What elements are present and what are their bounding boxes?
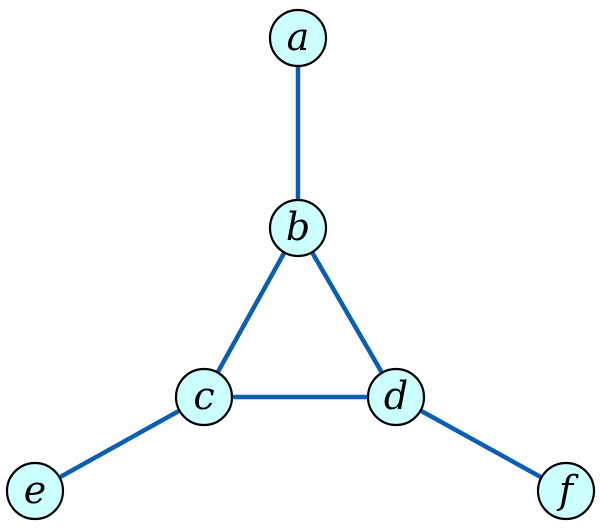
node-circle	[268, 8, 328, 68]
node-circle	[536, 461, 596, 521]
node-b: b	[268, 198, 328, 258]
node-label-e: e	[24, 468, 47, 512]
node-label-c: c	[193, 374, 214, 418]
edge-c-e	[32, 394, 207, 494]
edges	[32, 35, 569, 494]
node-c: c	[174, 367, 234, 427]
node-circle	[5, 461, 65, 521]
node-label-b: b	[286, 205, 310, 249]
edge-b-c	[201, 225, 301, 400]
node-circle	[174, 367, 234, 427]
node-label-d: d	[384, 374, 408, 418]
node-f: f	[536, 461, 596, 521]
node-label-a: a	[287, 15, 310, 59]
edge-d-f	[393, 394, 569, 494]
node-d: d	[366, 367, 426, 427]
node-a: a	[268, 8, 328, 68]
nodes: a b c d e f	[5, 8, 596, 521]
node-e: e	[5, 461, 65, 521]
node-circle	[268, 198, 328, 258]
edge-b-d	[295, 225, 399, 400]
node-circle	[366, 367, 426, 427]
